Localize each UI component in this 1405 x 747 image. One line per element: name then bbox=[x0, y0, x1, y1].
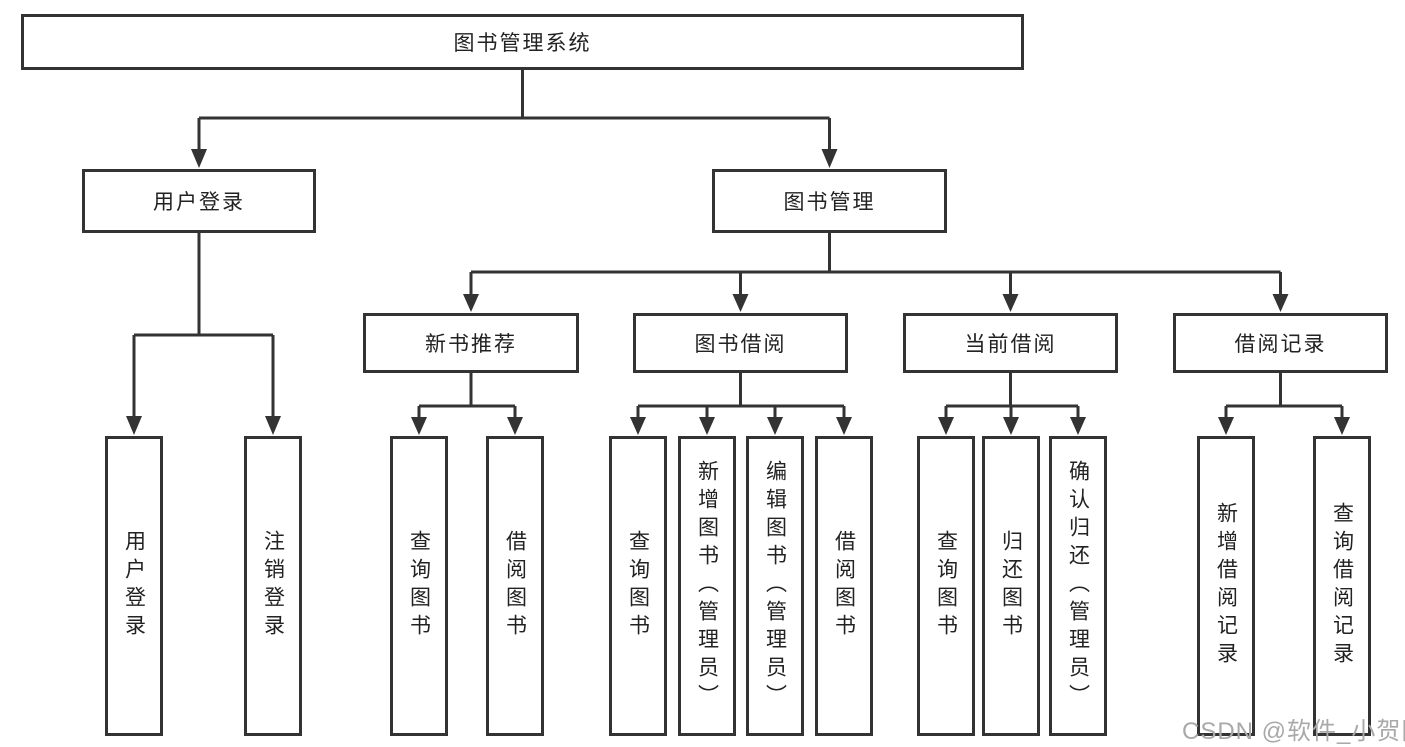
node-current-borrowing: 当前借阅 bbox=[903, 313, 1118, 373]
node-borrowing-records: 借阅记录 bbox=[1173, 313, 1388, 373]
leaf-add-borrow-record: 新增借阅记录 bbox=[1197, 436, 1255, 736]
node-new-book-recommendation: 新书推荐 bbox=[363, 313, 579, 373]
watermark-text: CSDN @软件_小贺同学 bbox=[1182, 718, 1405, 745]
leaf-borrow-books-recommend: 借阅图书 bbox=[486, 436, 544, 736]
leaf-query-books-borrowing: 查询图书 bbox=[609, 436, 667, 736]
leaf-return-books: 归还图书 bbox=[982, 436, 1040, 736]
node-library-system: 图书管理系统 bbox=[21, 14, 1024, 70]
leaf-query-borrow-record: 查询借阅记录 bbox=[1313, 436, 1371, 736]
leaf-user-login: 用户登录 bbox=[105, 436, 163, 736]
node-book-management: 图书管理 bbox=[712, 169, 947, 233]
leaf-add-books-admin: 新增图书（管理员） bbox=[678, 436, 736, 736]
leaf-logout-login: 注销登录 bbox=[244, 436, 302, 736]
leaf-borrow-books-borrowing: 借阅图书 bbox=[815, 436, 873, 736]
leaf-confirm-return-admin: 确认归还（管理员） bbox=[1049, 436, 1107, 736]
leaf-query-books-current: 查询图书 bbox=[917, 436, 975, 736]
leaf-edit-books-admin: 编辑图书（管理员） bbox=[746, 436, 804, 736]
leaf-query-books-recommend: 查询图书 bbox=[390, 436, 448, 736]
node-user-login: 用户登录 bbox=[82, 169, 316, 233]
node-book-borrowing: 图书借阅 bbox=[633, 313, 848, 373]
